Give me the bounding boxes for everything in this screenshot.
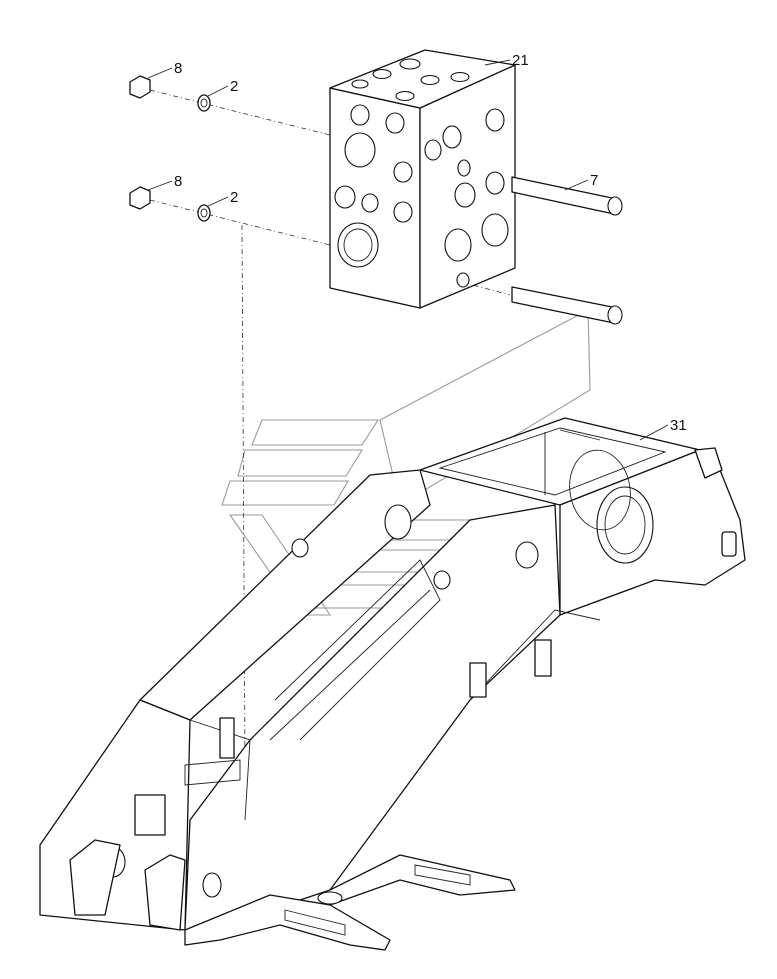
valve-block [329, 49, 516, 309]
main-frame [39, 417, 746, 951]
bolt-lower [511, 286, 623, 325]
callout-washer-lower: 2 [230, 189, 238, 206]
callout-washer-upper: 2 [230, 78, 238, 95]
washer-lower [197, 204, 211, 222]
callout-valve-block: 21 [512, 52, 529, 69]
pivot-hole [515, 541, 539, 569]
nut-upper [129, 75, 151, 99]
callout-frame: 31 [670, 417, 687, 434]
nut-lower [129, 186, 151, 210]
leader-lines [147, 59, 669, 441]
bore-hole [596, 486, 654, 564]
callout-nut-lower: 8 [174, 173, 182, 190]
callout-nut-upper: 8 [174, 60, 182, 77]
callout-bolt: 7 [590, 172, 598, 189]
bolt-upper [511, 176, 623, 216]
pivot-hole [384, 504, 412, 540]
washer-upper [197, 94, 211, 112]
